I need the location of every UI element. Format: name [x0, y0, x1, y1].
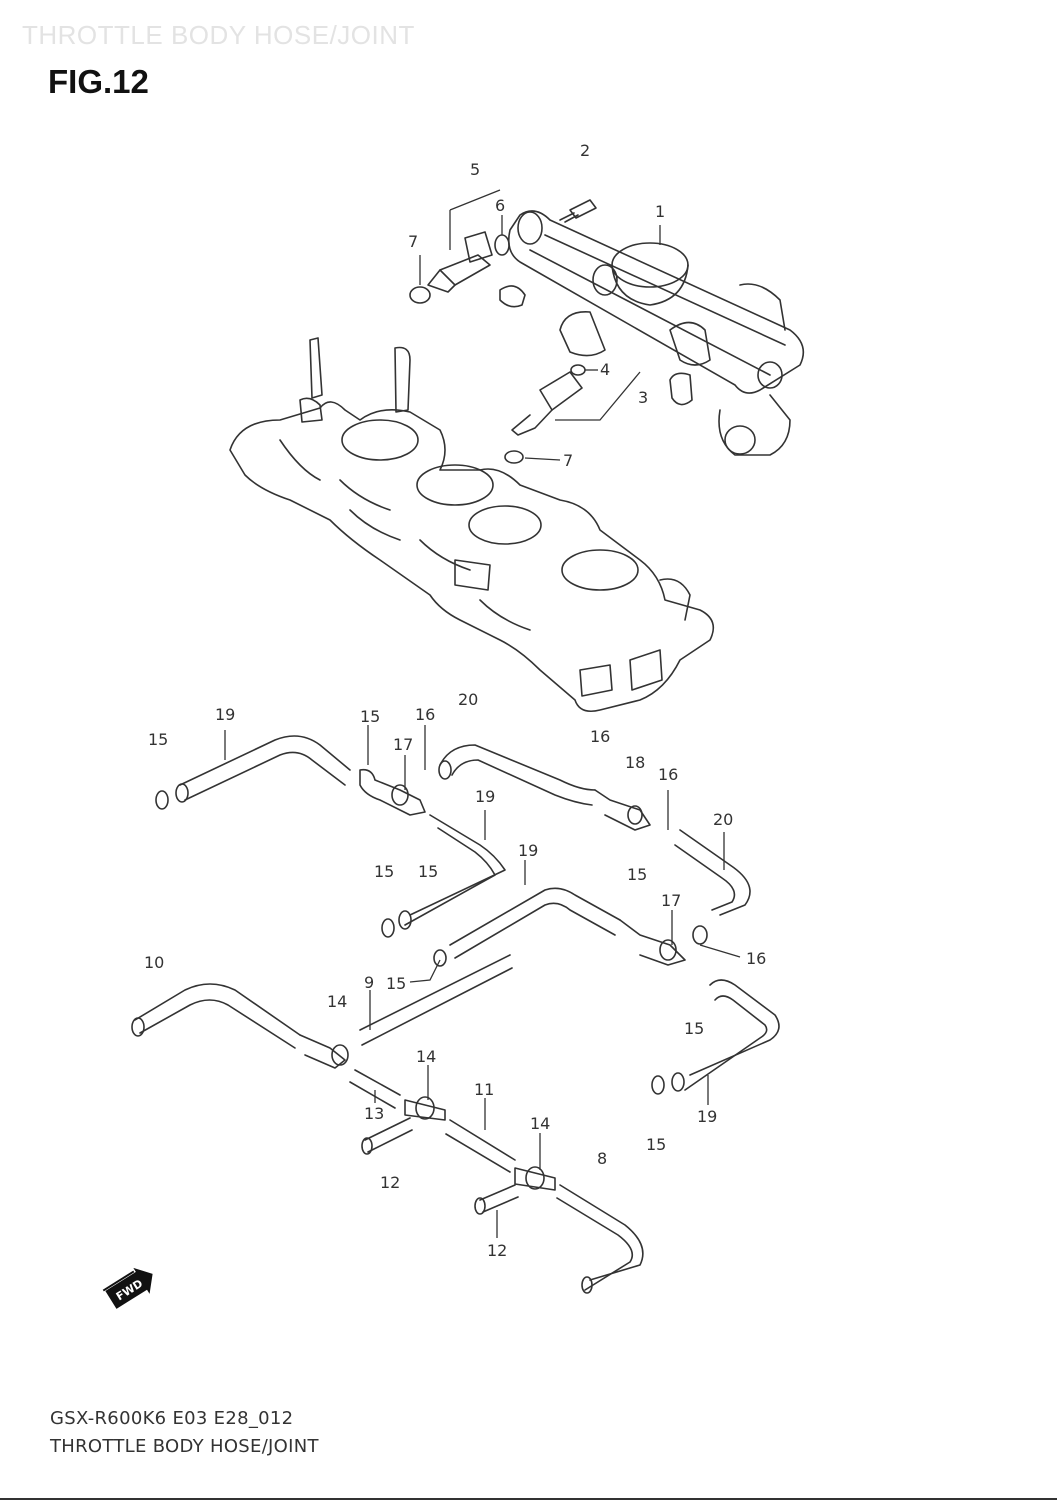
callout-4: 4 — [600, 360, 610, 379]
callout-20b: 20 — [713, 810, 733, 829]
callout-5: 5 — [470, 160, 480, 179]
callout-15h: 15 — [646, 1135, 666, 1154]
callout-9: 9 — [364, 973, 374, 992]
callout-15d: 15 — [418, 862, 438, 881]
callout-12a: 12 — [380, 1173, 400, 1192]
callout-8: 8 — [597, 1149, 607, 1168]
footer-title: THROTTLE BODY HOSE/JOINT — [50, 1436, 319, 1457]
fuel-rail-assembly — [409, 199, 805, 464]
callout-15b: 15 — [360, 707, 380, 726]
callout-15g: 15 — [684, 1019, 704, 1038]
callout-16c: 16 — [658, 765, 678, 784]
callout-20: 20 — [458, 690, 478, 709]
callout-17a: 17 — [393, 735, 413, 754]
callout-10: 10 — [144, 953, 164, 972]
callout-16b: 16 — [590, 727, 610, 746]
callout-17b: 17 — [661, 891, 681, 910]
leader-lines — [224, 189, 741, 1238]
callout-19b: 19 — [475, 787, 495, 806]
callout-15e: 15 — [627, 865, 647, 884]
callout-3: 3 — [638, 388, 648, 407]
figure-label: FIG.12 — [48, 63, 149, 100]
hose-network — [131, 735, 780, 1294]
watermark-title: THROTTLE BODY HOSE/JOINT — [22, 20, 415, 50]
callout-1: 1 — [655, 202, 665, 221]
callout-6: 6 — [495, 196, 505, 215]
callout-14c: 14 — [530, 1114, 550, 1133]
callout-19c: 19 — [518, 841, 538, 860]
callout-15c: 15 — [374, 862, 394, 881]
callout-16d: 16 — [746, 949, 766, 968]
callout-2: 2 — [580, 141, 590, 160]
callout-12b: 12 — [487, 1241, 507, 1260]
callout-19d: 19 — [697, 1107, 717, 1126]
fwd-arrow-icon: FWD — [102, 1267, 153, 1309]
throttle-body-assembly — [229, 337, 715, 713]
callout-19: 19 — [215, 705, 235, 724]
callout-7b: 7 — [563, 451, 573, 470]
callout-14b: 14 — [416, 1047, 436, 1066]
callout-15f: 15 — [386, 974, 406, 993]
callout-18: 18 — [625, 753, 645, 772]
callout-11: 11 — [474, 1080, 494, 1099]
footer-model-code: GSX-R600K6 E03 E28_012 — [50, 1408, 294, 1429]
callout-7: 7 — [408, 232, 418, 251]
callout-labels: 2 5 6 1 7 4 3 7 20 19 15 15 16 17 16 18 … — [144, 141, 766, 1260]
callout-15a: 15 — [148, 730, 168, 749]
callout-16a: 16 — [415, 705, 435, 724]
callout-13: 13 — [364, 1104, 384, 1123]
callout-14a: 14 — [327, 992, 347, 1011]
